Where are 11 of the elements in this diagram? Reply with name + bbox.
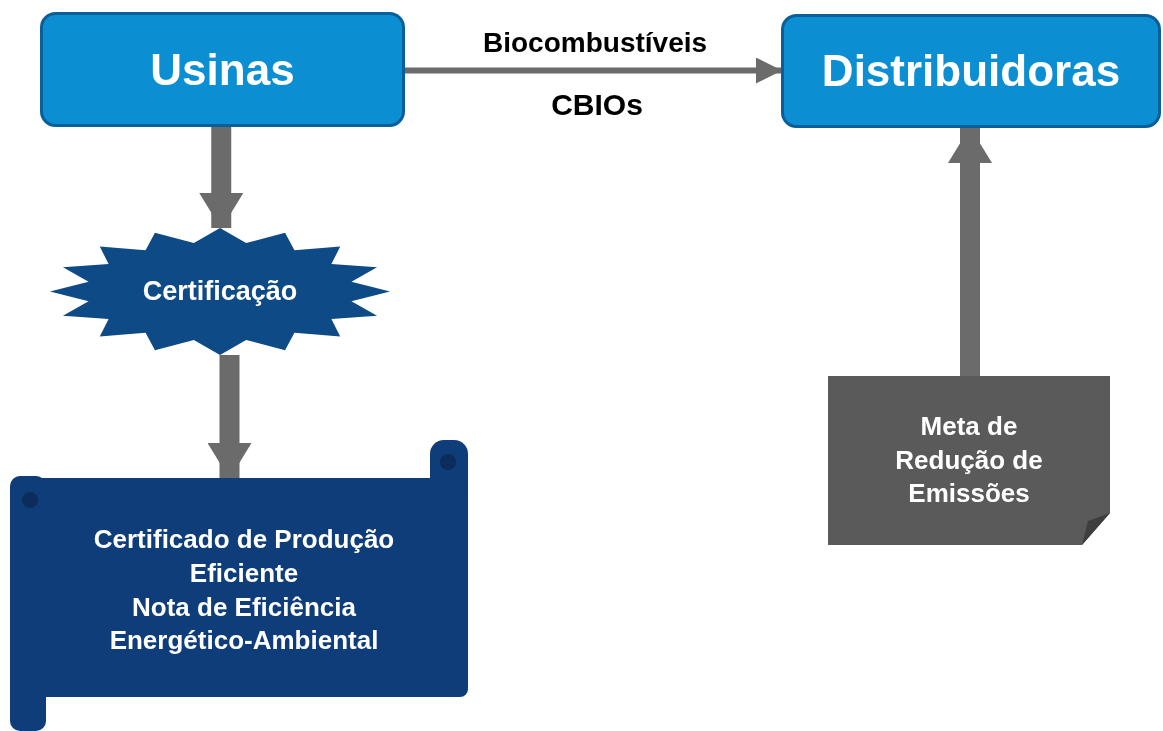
node-title: Certificação	[142, 274, 298, 308]
node-text: Nota de Eficiência Energético-Ambiental	[108, 590, 380, 658]
arrow	[199, 127, 244, 229]
node-text: Certificado de Produção Eficiente	[92, 522, 396, 590]
flow-label: CBIOs	[550, 88, 644, 122]
arrow	[405, 57, 782, 84]
arrow	[948, 127, 992, 376]
node-title: Usinas	[150, 43, 295, 96]
node-text: Meta de Redução de Emissões	[894, 409, 1044, 511]
arrow	[207, 355, 252, 479]
node-title: Distribuidoras	[821, 45, 1121, 98]
